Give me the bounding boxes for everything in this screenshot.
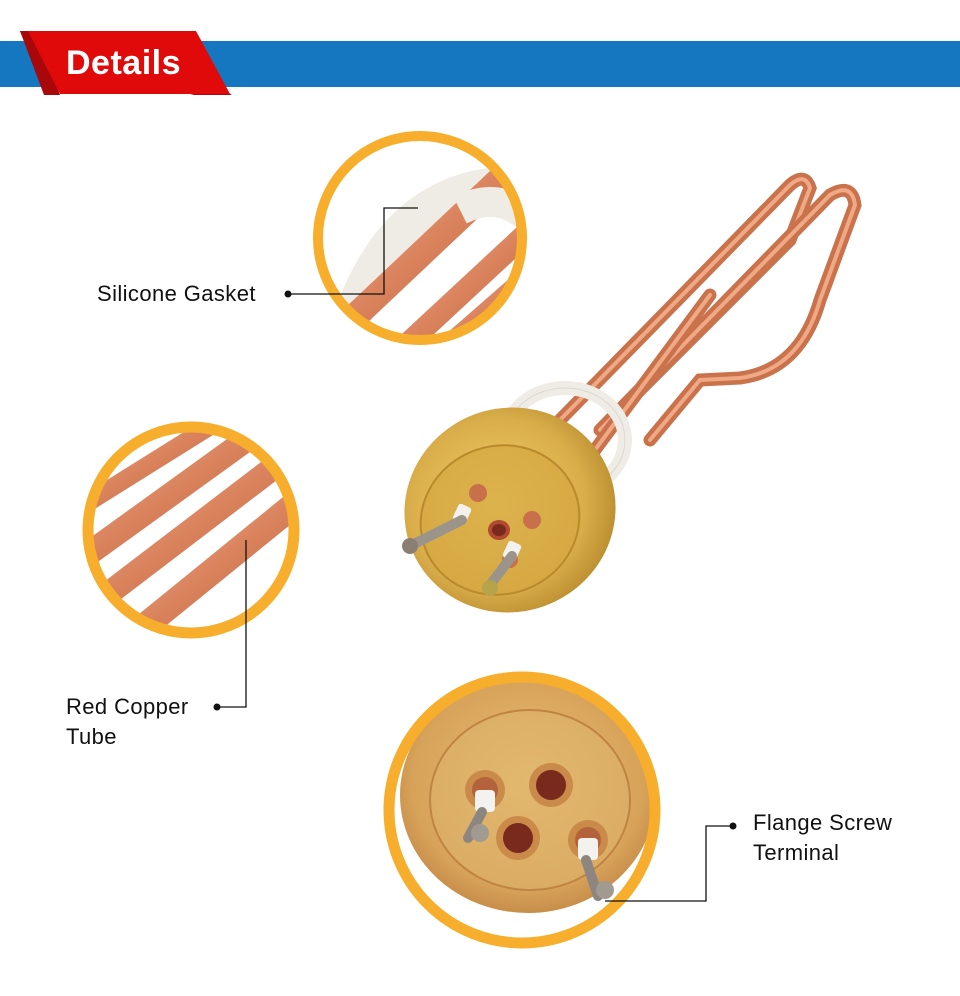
copper-tubes (553, 172, 862, 477)
copper-tube-zoom-circle (93, 432, 289, 628)
callout-silicone-gasket: Silicone Gasket (97, 281, 256, 306)
callout-flange-screw-terminal: Flange Screw Terminal (753, 808, 892, 868)
callout-red-copper-tube-line1: Red Copper (66, 694, 189, 719)
callout-flange-screw-terminal-line1: Flange Screw (753, 810, 893, 835)
leader-lines (218, 207, 733, 902)
gasket-zoom-circle (322, 140, 518, 336)
callout-flange-screw-terminal-line2: Terminal (753, 840, 840, 865)
flange-zoom-circle (394, 682, 650, 938)
callout-red-copper-tube: Red Copper Tube (66, 692, 189, 752)
page-title: Details (66, 44, 181, 82)
title-ribbon (20, 31, 232, 95)
brass-flange (402, 407, 616, 613)
callout-red-copper-tube-line2: Tube (66, 724, 117, 749)
